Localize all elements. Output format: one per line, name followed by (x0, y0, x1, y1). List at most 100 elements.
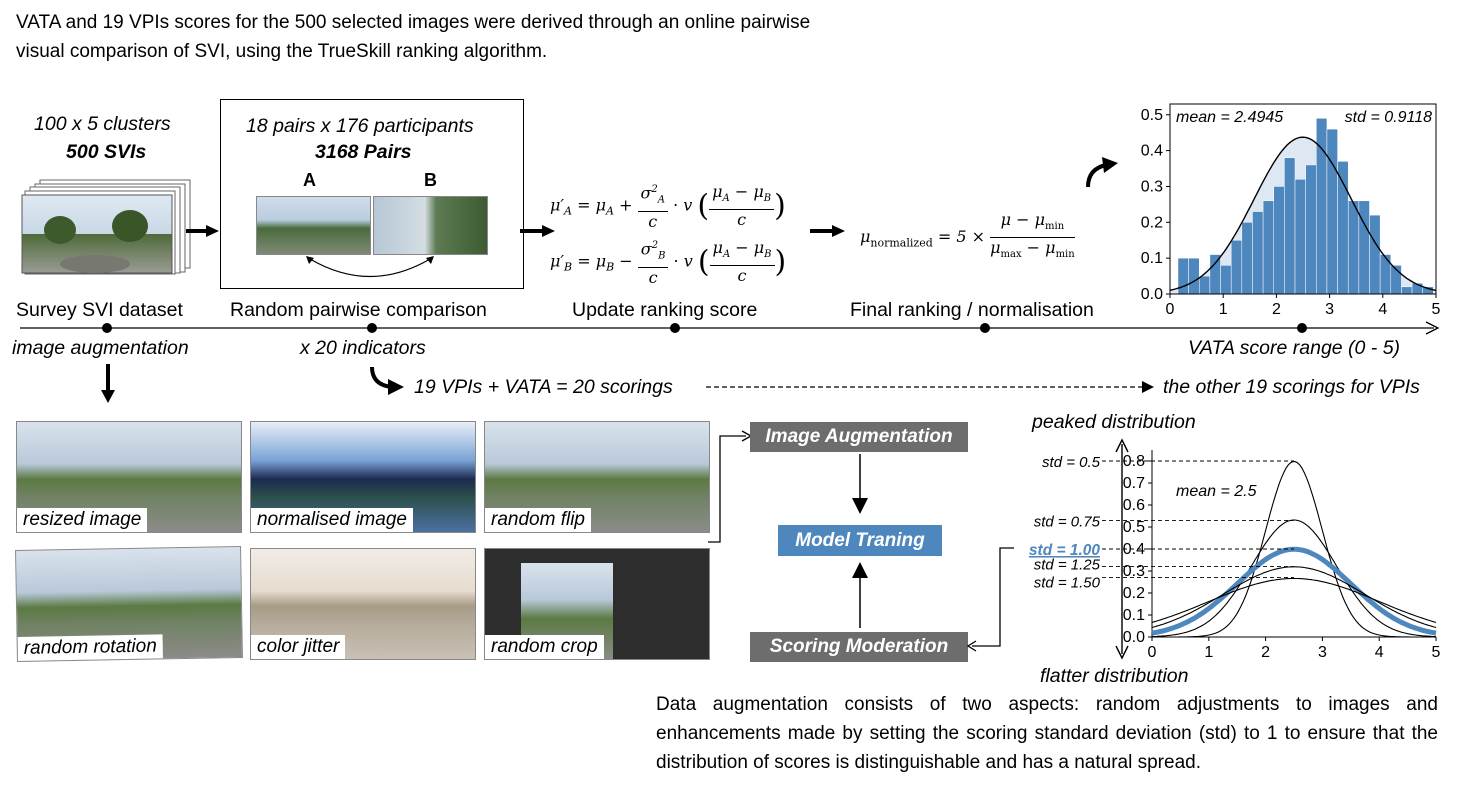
histogram-bar (1358, 200, 1370, 295)
histogram-bar (1401, 286, 1413, 295)
step-final: Final ranking / normalisation (850, 299, 1094, 321)
tile-label: resized image (17, 508, 148, 532)
std-curve (1151, 577, 1437, 623)
mean-annotation: mean = 2.4945 (1176, 109, 1283, 126)
y-tick-label: 0.1 (1141, 250, 1163, 267)
peaked-label: peaked distribution (1032, 411, 1196, 433)
image-augmentation-label: image augmentation (12, 337, 189, 359)
histogram-bar (1252, 211, 1264, 295)
curved-arrow-icon (370, 366, 404, 395)
svi-stack-icon (21, 179, 191, 275)
x-tick-label: 0 (1148, 644, 1157, 661)
step-random: Random pairwise comparison (230, 299, 487, 321)
tile-label: random crop (485, 635, 604, 659)
y-tick-label: 0.2 (1141, 214, 1163, 231)
pairs-line1: 18 pairs x 176 participants (246, 115, 474, 137)
arrow-head-up-icon (1115, 438, 1129, 453)
tile-normalised: normalised image (250, 421, 476, 533)
pair-image-b (373, 196, 488, 255)
histogram-bar (1230, 239, 1243, 295)
histogram-bar (1379, 254, 1392, 295)
y-tick-label: 0.7 (1123, 475, 1145, 492)
std-curve (1151, 546, 1437, 636)
y-tick-label: 0.1 (1123, 607, 1145, 624)
image-augmentation-box: Image Augmentation (750, 422, 968, 452)
std-label: std = 0.5 (1042, 454, 1101, 471)
x-tick-label: 4 (1378, 301, 1387, 318)
x-tick-label: 2 (1261, 644, 1270, 661)
std-curve (1152, 461, 1436, 638)
x-tick-label: 3 (1325, 301, 1334, 318)
x-tick-label: 1 (1219, 301, 1228, 318)
clusters-label: 100 x 5 clusters (34, 113, 171, 135)
x-tick-label: 5 (1432, 301, 1441, 318)
timeline-axis (20, 321, 1440, 335)
caption-text: Data augmentation consists of two aspect… (656, 694, 1438, 773)
tile-jitter: color jitter (250, 548, 476, 660)
histogram-bar (1347, 200, 1360, 295)
mean-label: mean = 2.5 (1176, 483, 1257, 500)
histogram-bar (1241, 222, 1253, 295)
y-tick-label: 0.3 (1141, 178, 1163, 195)
intro-text: VATA and 19 VPIs scores for the 500 sele… (16, 12, 811, 62)
histogram-bar (1262, 200, 1274, 295)
histogram-bar (1177, 257, 1189, 295)
dashed-arrow (706, 381, 1154, 393)
pair-label-a: A (303, 170, 316, 190)
flatter-label: flatter distribution (1040, 665, 1189, 687)
arrow-head-down-icon (1115, 645, 1129, 660)
y-tick-label: 0.0 (1141, 286, 1163, 303)
arrow-right-icon (186, 225, 219, 237)
std-label: std = 1.50 (1034, 575, 1101, 592)
y-tick-label: 0.0 (1123, 629, 1145, 646)
step-survey: Survey SVI dataset (16, 299, 183, 321)
histogram-bar (1220, 265, 1232, 295)
vata-range-label: VATA score range (0 - 5) (1188, 337, 1401, 359)
histogram-bar (1209, 254, 1221, 295)
y-tick-label: 0.5 (1123, 519, 1145, 536)
std-label: std = 0.75 (1034, 513, 1101, 530)
y-tick-label: 0.5 (1141, 107, 1163, 124)
histogram-bar (1326, 128, 1338, 295)
x-tick-label: 4 (1375, 644, 1384, 661)
tile-label: normalised image (251, 508, 413, 532)
arrow-right-icon (520, 225, 555, 237)
x-tick-label: 3 (1318, 644, 1327, 661)
indicators-label: x 20 indicators (300, 337, 426, 359)
std-connector (966, 547, 1014, 652)
tile-flip: random flip (484, 421, 710, 533)
tile-crop: random crop (484, 548, 710, 660)
scorings-label: 19 VPIs + VATA = 20 scorings (414, 376, 673, 398)
x-tick-label: 0 (1166, 301, 1175, 318)
y-tick-label: 0.4 (1123, 541, 1145, 558)
arrow-right-icon (810, 225, 845, 237)
fit-curve (1169, 136, 1437, 292)
tile-resized: resized image (16, 421, 242, 533)
std-label: std = 1.25 (1034, 557, 1101, 574)
svis-label: 500 SVIs (66, 141, 147, 163)
histogram-bar (1188, 257, 1200, 295)
curved-arrow-icon (1086, 157, 1118, 188)
x-tick-label: 1 (1204, 644, 1213, 661)
histogram-bar (1199, 275, 1211, 295)
pair-label-b: B (424, 170, 437, 190)
histogram-bar (1284, 157, 1296, 295)
y-tick-label: 0.8 (1123, 453, 1145, 470)
arrow-down-icon (101, 364, 115, 403)
pair-image-a (256, 196, 371, 255)
x-tick-label: 5 (1432, 644, 1441, 661)
pairs-frame (220, 99, 524, 289)
scoring-moderation-box: Scoring Moderation (750, 632, 968, 662)
y-tick-label: 0.4 (1141, 143, 1163, 160)
compare-arc-icon (306, 256, 434, 278)
pairs-line2: 3168 Pairs (315, 141, 412, 163)
model-training-box: Model Traning (778, 525, 942, 556)
x-tick-label: 2 (1272, 301, 1281, 318)
y-tick-label: 0.6 (1123, 497, 1145, 514)
histogram-bar (1294, 179, 1306, 295)
